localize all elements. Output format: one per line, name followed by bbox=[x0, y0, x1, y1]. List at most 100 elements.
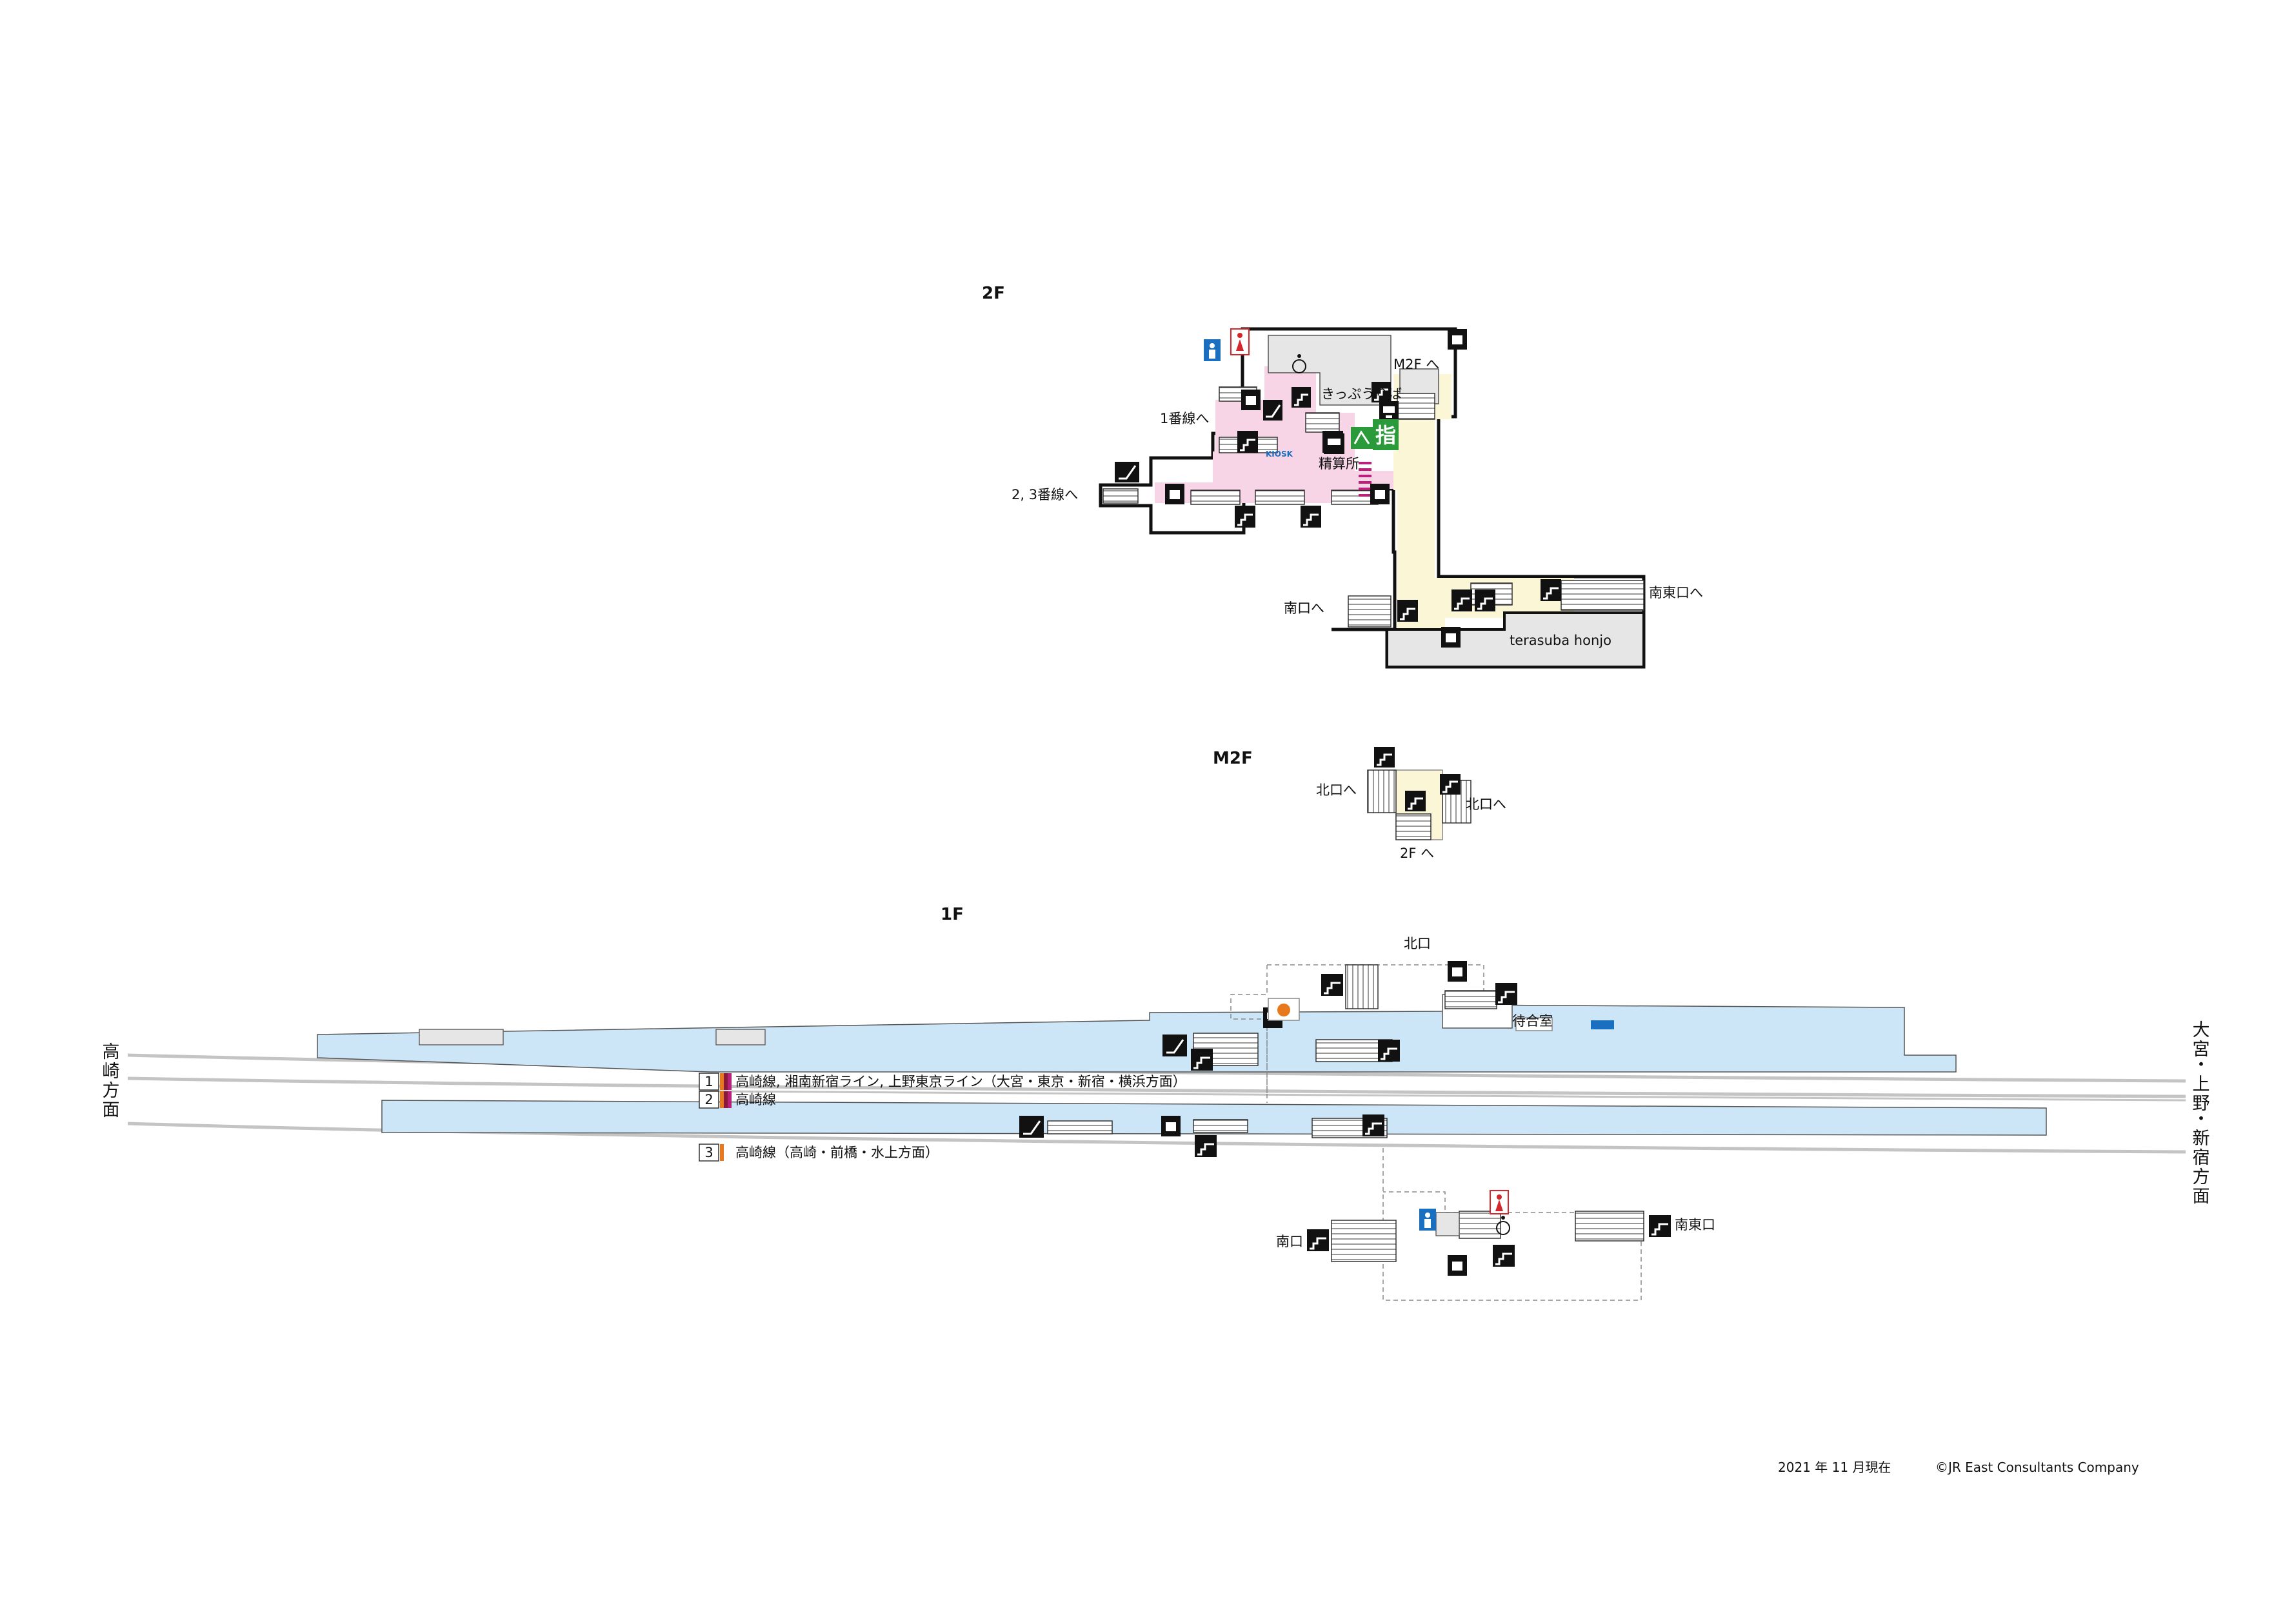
stairs-icon bbox=[1405, 791, 1426, 811]
svg-text:2: 2 bbox=[704, 1092, 713, 1107]
svg-text:高: 高 bbox=[103, 1042, 120, 1062]
waiting-room-icon-box bbox=[1515, 1017, 1553, 1031]
stairs-icon bbox=[1374, 747, 1395, 767]
m2f-stairs-left[interactable] bbox=[1367, 769, 1397, 813]
svg-text:崎: 崎 bbox=[103, 1062, 120, 1082]
stairs-southeast[interactable] bbox=[1561, 580, 1644, 611]
ticket-machine-icon bbox=[1324, 433, 1344, 454]
stairs-icon bbox=[1493, 1245, 1515, 1267]
svg-text:・: ・ bbox=[2193, 1109, 2210, 1129]
stairs-icon bbox=[1451, 589, 1472, 611]
floor-1f: 待合室 bbox=[103, 936, 2210, 1301]
label-m2f-north-left: 北口へ bbox=[1316, 782, 1357, 798]
ticket-gates bbox=[1359, 462, 1371, 497]
restroom-block-1f bbox=[1435, 1212, 1460, 1236]
stairs-icon bbox=[1292, 387, 1311, 408]
svg-text:新: 新 bbox=[2193, 1129, 2210, 1149]
elevator-icon bbox=[1441, 627, 1461, 648]
svg-text:方: 方 bbox=[2193, 1167, 2210, 1187]
label-to-track23: 2, 3番線へ bbox=[1012, 487, 1078, 502]
svg-text:方: 方 bbox=[103, 1081, 120, 1101]
track-label-1: 1 高崎線, 湘南新宿ライン, 上野東京ライン（大宮・東京・新宿・横浜方面） bbox=[699, 1073, 1186, 1091]
elevator-icon bbox=[1241, 390, 1261, 410]
platform-1 bbox=[317, 1004, 1957, 1073]
escalator-icon bbox=[1019, 1116, 1044, 1138]
label-kiosk: KIOSK bbox=[1266, 450, 1293, 459]
stairs-south-exit[interactable] bbox=[1331, 1220, 1397, 1262]
label-to-southeast: 南東口へ bbox=[1649, 585, 1703, 600]
svg-text:宿: 宿 bbox=[2193, 1148, 2210, 1168]
stairs-b[interactable] bbox=[1305, 412, 1340, 433]
label-m2f-to-2f: 2F へ bbox=[1400, 846, 1434, 861]
stairs-north[interactable] bbox=[1345, 964, 1379, 1009]
label-shop: terasuba honjo bbox=[1510, 633, 1611, 648]
paid-area bbox=[1155, 366, 1393, 503]
track-label-3: 3 高崎線（高崎・前橋・水上方面） bbox=[699, 1144, 939, 1162]
stairs-icon bbox=[1321, 974, 1343, 996]
label-fare-adjust: 精算所 bbox=[1319, 456, 1359, 471]
svg-text:高崎線, 湘南新宿ライン, 上野東京ライン（大宮・東京・新宿: 高崎線, 湘南新宿ライン, 上野東京ライン（大宮・東京・新宿・横浜方面） bbox=[735, 1074, 1186, 1089]
label-to-track1: 1番線へ bbox=[1160, 411, 1209, 426]
svg-text:上: 上 bbox=[2193, 1074, 2210, 1094]
label-south-exit: 南口 bbox=[1276, 1234, 1303, 1249]
info-sign bbox=[1591, 1020, 1614, 1029]
svg-text:1: 1 bbox=[704, 1074, 713, 1089]
elevator-icon bbox=[1161, 1116, 1181, 1136]
stairs-icon bbox=[1195, 1135, 1217, 1157]
svg-text:指: 指 bbox=[1375, 423, 1396, 448]
label-ticket-area: きっぷうりば bbox=[1321, 386, 1402, 402]
escalator-icon bbox=[1115, 462, 1139, 482]
elevator-icon bbox=[1448, 329, 1467, 350]
stairs-icon bbox=[1378, 1040, 1400, 1062]
stairs-icon bbox=[1235, 506, 1255, 528]
stairs-south[interactable] bbox=[1348, 595, 1391, 628]
shop-terasuba bbox=[1386, 611, 1645, 668]
platform-shelter-b bbox=[715, 1029, 766, 1045]
elevator-icon bbox=[1370, 484, 1390, 504]
platform-shelter-a bbox=[419, 1029, 504, 1045]
free-area bbox=[1393, 374, 1451, 632]
restroom-women-icon bbox=[1230, 328, 1250, 355]
stairs-plat2-b[interactable] bbox=[1193, 1119, 1248, 1133]
label-to-m2f: M2F へ bbox=[1393, 357, 1439, 372]
svg-text:3: 3 bbox=[704, 1145, 713, 1160]
stairs-track23-a[interactable] bbox=[1190, 490, 1241, 505]
escalator-icon bbox=[1263, 400, 1282, 421]
shop-icon bbox=[1268, 998, 1300, 1021]
svg-text:面: 面 bbox=[2193, 1187, 2210, 1207]
svg-text:宮: 宮 bbox=[2193, 1040, 2210, 1060]
stairs-plat2-a[interactable] bbox=[1047, 1120, 1113, 1134]
stairs-waiting[interactable] bbox=[1444, 990, 1497, 1009]
label-to-south: 南口へ bbox=[1284, 600, 1324, 616]
reserved-ticket-icon bbox=[1351, 427, 1373, 449]
platform-2 bbox=[381, 1100, 2047, 1136]
label-m2f-north-right: 北口へ bbox=[1466, 797, 1506, 812]
restroom-block-2f bbox=[1268, 335, 1391, 406]
stairs-icon bbox=[1440, 774, 1461, 795]
footer-copyright: ©JR East Consultants Company bbox=[1935, 1460, 2139, 1475]
stairs-icon bbox=[1362, 1114, 1384, 1136]
stairs-icon bbox=[1371, 382, 1391, 402]
stairs-track23-left[interactable] bbox=[1102, 488, 1139, 504]
track-label-2: 2 高崎線 bbox=[699, 1091, 776, 1109]
direction-right: 大 宮 ・ 上 野 ・ 新 宿 方 面 bbox=[2193, 1020, 2210, 1207]
floor-m2f: 北口へ 北口へ 2F へ bbox=[1316, 747, 1506, 861]
svg-text:高崎線: 高崎線 bbox=[735, 1092, 776, 1107]
stairs-icon bbox=[1397, 600, 1418, 622]
stairs-icon bbox=[1237, 431, 1258, 453]
floor-label-2f: 2F bbox=[982, 284, 1005, 303]
elevator-icon bbox=[1165, 484, 1184, 504]
stairs-south-inner[interactable] bbox=[1459, 1211, 1501, 1239]
svg-text:高崎線（高崎・前橋・水上方面）: 高崎線（高崎・前橋・水上方面） bbox=[735, 1145, 939, 1160]
footer-date: 2021 年 11 月現在 bbox=[1778, 1460, 1891, 1475]
reserved-ticket-sign: 指 bbox=[1373, 419, 1399, 450]
floor-label-1f-text: 1F bbox=[941, 905, 964, 924]
stairs-icon bbox=[1301, 506, 1321, 528]
stairs-track23-b[interactable] bbox=[1255, 490, 1305, 505]
stairs-to-m2f[interactable] bbox=[1397, 393, 1435, 420]
wheelchair-icon bbox=[1496, 1216, 1510, 1235]
stairs-southeast-exit[interactable] bbox=[1575, 1211, 1644, 1242]
stairs-icon bbox=[1475, 589, 1495, 611]
m2f-stairs-down[interactable] bbox=[1395, 813, 1431, 840]
